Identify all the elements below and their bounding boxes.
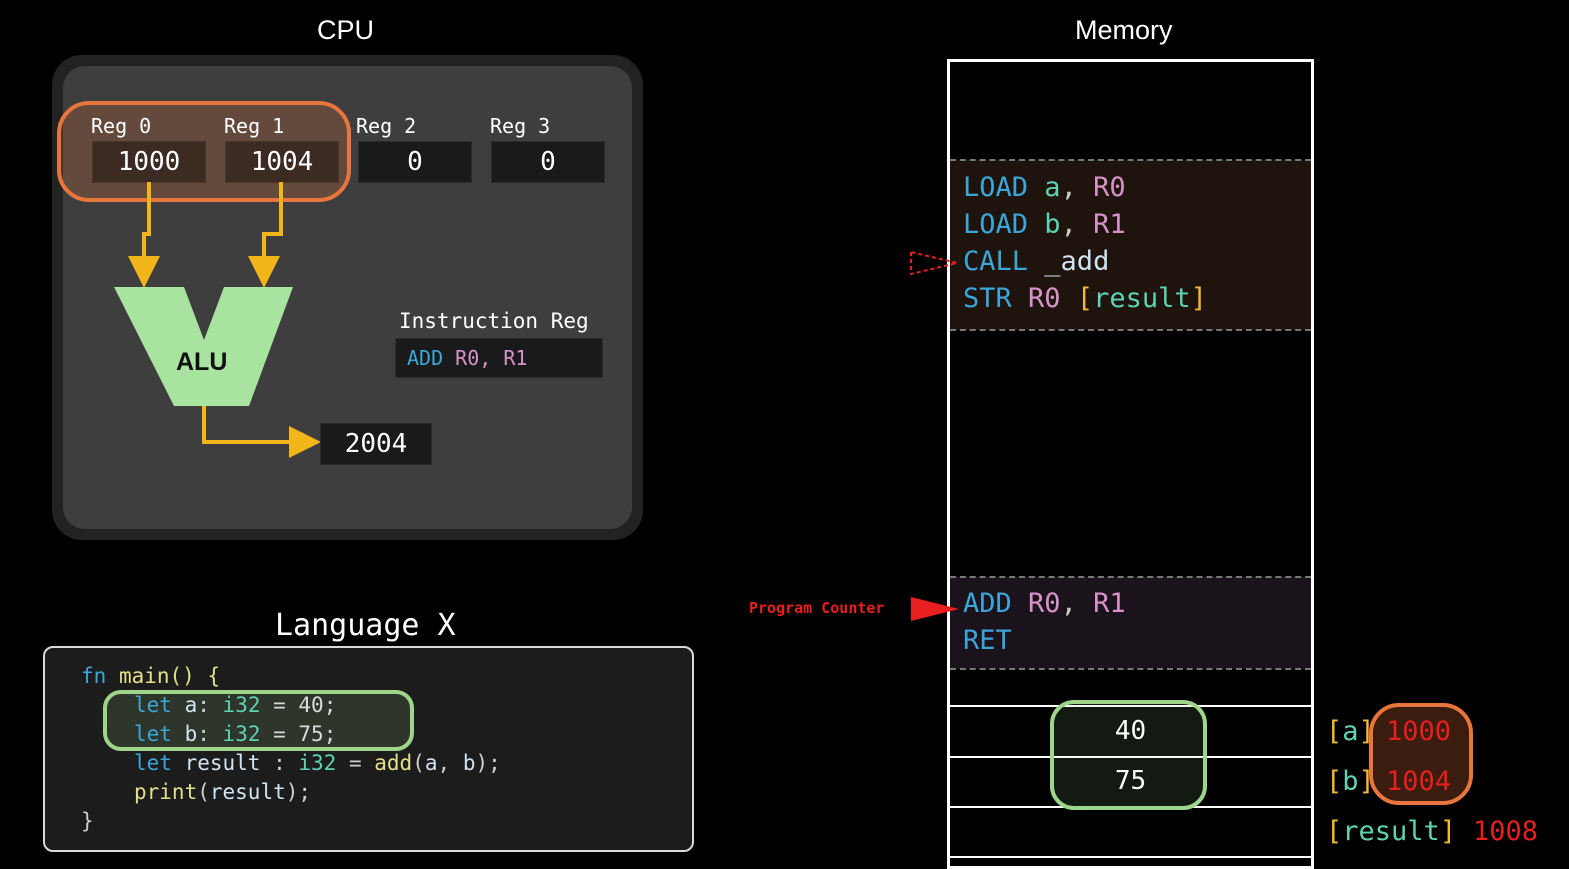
code-line-1: fn main() { bbox=[81, 664, 221, 688]
address-highlight bbox=[1369, 703, 1473, 805]
code-line-6: } bbox=[81, 809, 94, 833]
cell-address-b: 1004 bbox=[1386, 766, 1452, 797]
reg-1-value: 1004 bbox=[225, 141, 339, 183]
instruction-op: ADD bbox=[407, 346, 444, 370]
cell-address-a: 1000 bbox=[1386, 716, 1452, 747]
program-counter-arrow-icon bbox=[911, 597, 959, 621]
add-function-segment bbox=[950, 577, 1311, 669]
instruction-reg-label: Instruction Reg bbox=[399, 309, 589, 333]
alu-output-value: 2004 bbox=[320, 423, 432, 465]
alu-to-output-wire bbox=[202, 406, 321, 458]
reg0-to-alu-wire bbox=[128, 182, 160, 288]
code-line-2: let a: i32 = 40; bbox=[134, 693, 337, 717]
asm-line: LOAD b, R1 bbox=[963, 209, 1126, 240]
code-line-5: print(result); bbox=[134, 780, 312, 804]
cell-divider bbox=[950, 856, 1311, 858]
cell-address-result: 1008 bbox=[1473, 816, 1539, 847]
alu-shape bbox=[114, 287, 293, 406]
cpu-title: CPU bbox=[317, 15, 375, 45]
memory-cell-a: 40 bbox=[1114, 716, 1147, 746]
asm-line: ADD R0, R1 bbox=[963, 588, 1126, 619]
segment-divider bbox=[950, 159, 1311, 161]
reg-0-value: 1000 bbox=[92, 141, 206, 183]
cell-divider bbox=[950, 756, 1311, 758]
memory-title: Memory bbox=[1075, 15, 1173, 45]
reg-2-value: 0 bbox=[358, 141, 472, 183]
reg-3-label: Reg 3 bbox=[490, 114, 551, 138]
reg-2-label: Reg 2 bbox=[356, 114, 417, 138]
asm-line: STR R0 [result] bbox=[963, 283, 1207, 314]
segment-divider bbox=[950, 668, 1311, 670]
reg-3-value: 0 bbox=[491, 141, 605, 183]
asm-line: LOAD a, R0 bbox=[963, 172, 1126, 203]
asm-line: CALL _add bbox=[963, 246, 1110, 277]
cell-label-b: [b] bbox=[1326, 766, 1375, 797]
segment-divider bbox=[950, 329, 1311, 331]
asm-line: RET bbox=[963, 625, 1012, 656]
cell-divider bbox=[950, 705, 1311, 707]
instruction-args: R0, R1 bbox=[455, 346, 528, 370]
return-pointer-icon bbox=[910, 250, 958, 276]
reg1-to-alu-wire bbox=[248, 182, 283, 288]
language-title: Language X bbox=[275, 608, 456, 643]
main-code-segment bbox=[950, 160, 1311, 330]
program-counter-label: Program Counter bbox=[749, 599, 885, 617]
cell-label-a: [a] bbox=[1326, 716, 1375, 747]
stack-values-highlight bbox=[1050, 700, 1207, 810]
code-highlight bbox=[103, 690, 414, 751]
reg-0-label: Reg 0 bbox=[91, 114, 152, 138]
reg-1-label: Reg 1 bbox=[224, 114, 285, 138]
cell-label-result: [result] bbox=[1326, 816, 1457, 847]
segment-divider bbox=[950, 576, 1311, 578]
memory-cell-b: 75 bbox=[1114, 766, 1147, 796]
code-line-4: let result : i32 = add(a, b); bbox=[134, 751, 501, 775]
alu-label: ALU bbox=[176, 348, 228, 376]
cpu-wiring bbox=[114, 182, 321, 458]
code-line-3: let b: i32 = 75; bbox=[134, 722, 337, 746]
instruction-reg-value: ADD R0, R1 bbox=[395, 338, 603, 378]
